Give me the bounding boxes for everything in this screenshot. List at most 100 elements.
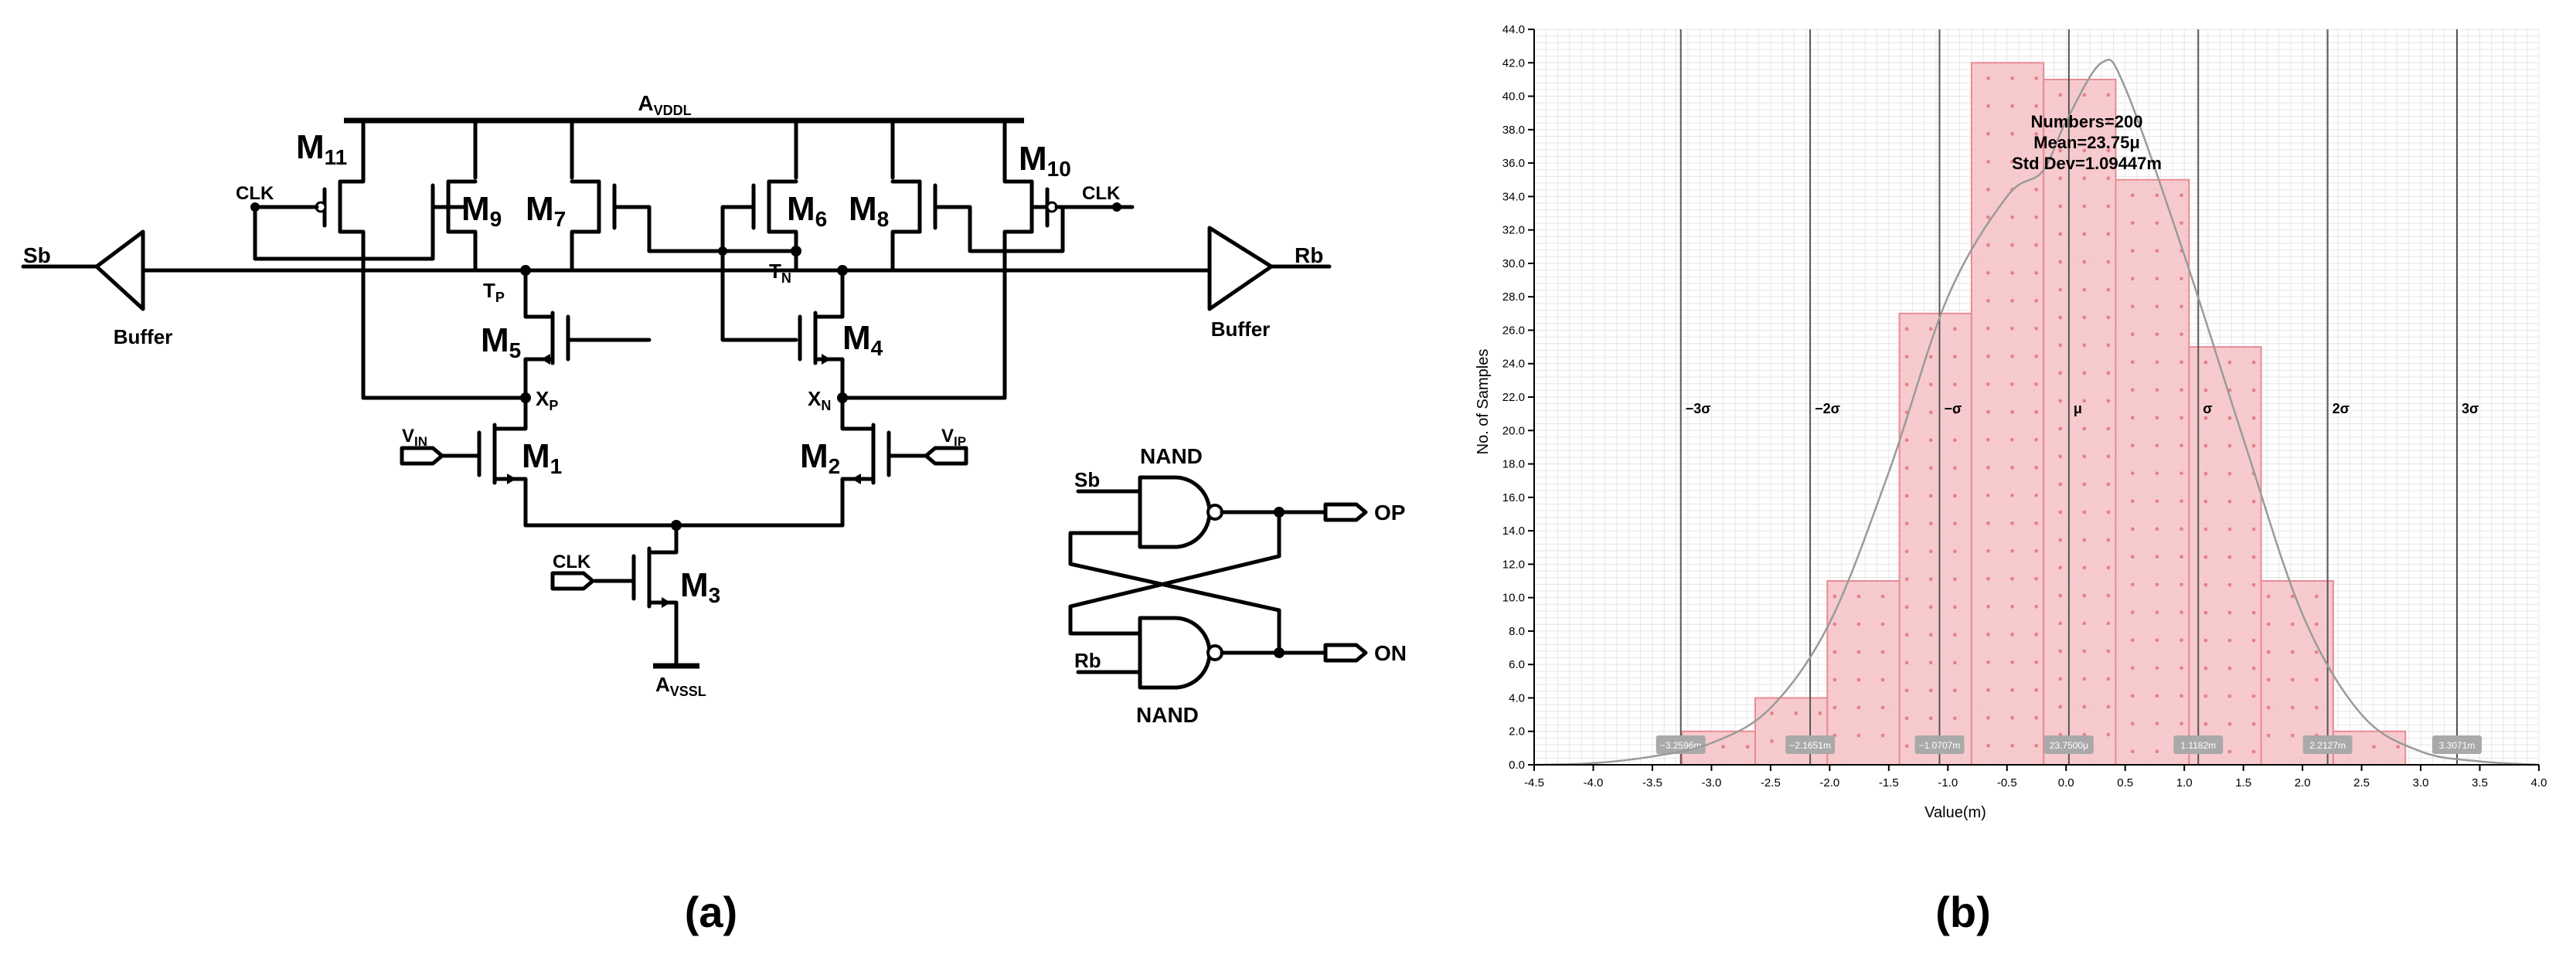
bar-dot	[2251, 582, 2256, 587]
bar-dot	[1880, 677, 1885, 682]
bar-dot	[1986, 187, 1990, 192]
bar-dot	[2106, 705, 2111, 709]
clk-left-label: CLK	[236, 183, 274, 204]
bar-dot	[2034, 243, 2039, 247]
y-tick-label: 38.0	[1502, 124, 1525, 137]
bar-dot	[2010, 270, 2014, 275]
bar-dot	[1904, 494, 1909, 498]
y-tick-label: 34.0	[1502, 190, 1525, 203]
bar-dot	[2034, 437, 2039, 442]
sigma-value: 23.7500μ	[2050, 740, 2088, 751]
bar-dot	[2290, 677, 2295, 682]
y-tick-label: 30.0	[1502, 257, 1525, 270]
bar-dot	[2314, 622, 2319, 627]
y-tick-label: 42.0	[1502, 56, 1525, 70]
bar-dot	[1904, 660, 1909, 665]
bar-dot	[2227, 555, 2232, 559]
bar-dot	[2227, 694, 2232, 698]
wire	[338, 118, 366, 184]
bar-dot	[2203, 499, 2208, 504]
bar-dot	[2082, 121, 2087, 125]
bar-dot	[2034, 604, 2039, 609]
bar-dot	[1856, 733, 1861, 738]
bar-dot	[2106, 565, 2111, 570]
m7-label: M7	[526, 190, 566, 231]
bar-dot	[1986, 604, 1990, 609]
bar-dot	[2227, 638, 2232, 643]
on-port-icon	[1323, 643, 1368, 663]
bar-dot	[2155, 499, 2159, 504]
x-tick-label: 1.5	[2235, 776, 2251, 790]
bar-dot	[1952, 688, 1957, 693]
bar-dot	[2058, 649, 2063, 654]
bar-dot	[2251, 388, 2256, 392]
x-axis-label: Value(m)	[1924, 804, 1986, 821]
bar-dot	[2155, 277, 2159, 281]
bar-dot	[2227, 527, 2232, 531]
bar-dot	[2010, 382, 2014, 386]
bar-dot	[2106, 232, 2111, 236]
bar-dot	[1745, 745, 1750, 749]
bar-dot	[2082, 538, 2087, 542]
bar-dot	[2058, 454, 2063, 459]
stats-numbers: Numbers=200	[2031, 112, 2143, 131]
bar-dot	[2034, 660, 2039, 664]
bar-dot	[1986, 548, 1990, 553]
bar-dot	[2058, 343, 2063, 348]
buffer-right-icon	[1207, 226, 1274, 311]
bar-dot	[1856, 622, 1861, 627]
sigma-value-box	[2173, 735, 2224, 754]
bar-dot	[2082, 343, 2087, 348]
bar-dot	[1986, 298, 1990, 303]
panel-a-schematic: AVDDL Sb Rb Buffer Buffer CLK M11 M9	[21, 91, 1407, 936]
bar-dot	[1832, 705, 1837, 710]
bar-dot	[2106, 287, 2111, 292]
bar-dot	[2155, 443, 2159, 448]
bar-dot	[2180, 277, 2183, 281]
m2-arrow-icon	[852, 474, 861, 484]
bar-dot	[1986, 688, 1990, 692]
bar-dot	[2180, 582, 2183, 587]
bar-dot	[2314, 650, 2319, 654]
bar-dot	[2155, 527, 2159, 531]
sigma-value: −1.0707m	[1919, 740, 1961, 751]
bar-dot	[2106, 538, 2111, 542]
bar-dot	[2082, 454, 2087, 459]
vssl-label: AVSSL	[655, 673, 706, 699]
bar-dot	[2130, 332, 2135, 337]
bar-dot	[2180, 499, 2183, 504]
junction-dot	[1112, 202, 1121, 212]
bar-dot	[2010, 215, 2014, 219]
nand-bottom-icon	[1138, 616, 1212, 690]
sigma-value: −2.1651m	[1789, 740, 1831, 751]
sigma-label: σ	[2203, 401, 2212, 416]
bar-dot	[1928, 549, 1933, 554]
bar-dot	[2251, 666, 2256, 671]
wire	[840, 477, 876, 528]
bar-dot	[1986, 437, 1990, 442]
bar-dot	[2180, 304, 2183, 309]
bar-dot	[1928, 410, 1933, 415]
bar-dot	[2251, 527, 2256, 531]
bar-dot	[1856, 594, 1861, 599]
histogram-bar	[1898, 312, 1972, 766]
m9-label: M9	[461, 190, 502, 231]
bar-dot	[2130, 360, 2135, 365]
bar-dot	[2034, 465, 2039, 470]
op-label: OP	[1374, 501, 1405, 525]
bar-dot	[1986, 493, 1990, 497]
m6-label: M6	[787, 190, 827, 231]
bar-dot	[2010, 660, 2014, 664]
bar-dot	[2155, 749, 2159, 754]
x-tick-label: -4.5	[1524, 776, 1544, 790]
m3-label: M3	[680, 566, 720, 607]
bar-dot	[2082, 510, 2087, 514]
bar-dot	[2058, 232, 2063, 236]
y-tick-label: 26.0	[1502, 324, 1525, 337]
bar-dot	[1880, 733, 1885, 738]
bar-dot	[1832, 677, 1837, 682]
bar-dot	[1952, 327, 1957, 331]
m2-label: M2	[800, 437, 840, 478]
x-tick-label: -2.0	[1819, 776, 1839, 790]
bar-dot	[2290, 594, 2295, 599]
